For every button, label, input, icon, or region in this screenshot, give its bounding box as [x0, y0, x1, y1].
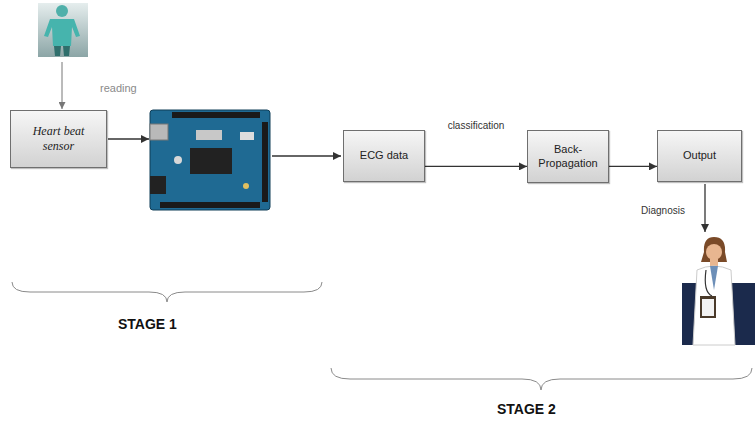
connector-arrow: [609, 166, 657, 167]
stage-brace: [12, 282, 322, 302]
reading-arrow: [62, 62, 63, 109]
box-text: Output: [683, 149, 716, 163]
box-text: Heart beat sensor: [16, 124, 101, 154]
box-text: ECG data: [360, 149, 408, 163]
connector-arrow: [425, 166, 527, 167]
stage-label: STAGE 2: [497, 401, 556, 417]
sensor-arrow: [108, 138, 149, 139]
process-box: Back-Propagation: [527, 130, 609, 183]
stage-label: STAGE 1: [118, 316, 177, 332]
arrow-label: Diagnosis: [641, 205, 685, 216]
process-box: ECG data: [343, 130, 425, 182]
box-text: Back-Propagation: [533, 143, 603, 171]
board-arrow: [272, 155, 341, 156]
diagnosis-arrow: [704, 184, 705, 232]
stage-brace: [331, 368, 752, 390]
arrow-label: reading: [100, 82, 137, 94]
sensor-box: Heart beat sensor: [10, 110, 107, 168]
arduino-board: [150, 110, 270, 210]
edge-label: classification: [446, 120, 507, 131]
output-box: Output: [657, 130, 742, 182]
doctor-figure: [682, 237, 755, 345]
person-figure: [38, 3, 88, 57]
